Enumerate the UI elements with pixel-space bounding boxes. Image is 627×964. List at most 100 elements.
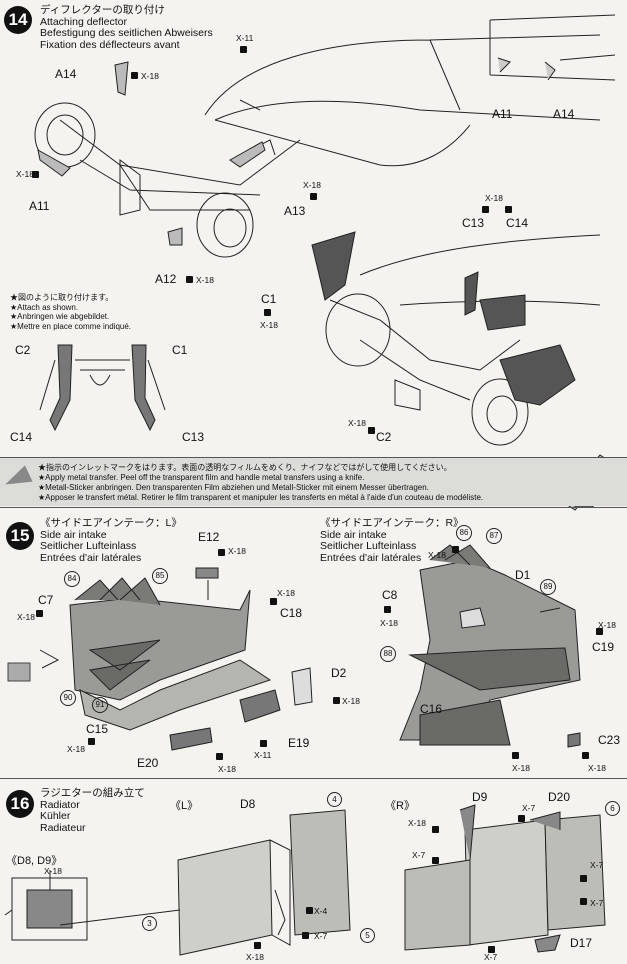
- note-fr: ★Mettre en place comme indiqué.: [10, 321, 132, 331]
- divider: [0, 778, 627, 779]
- radiator-r-front: [464, 819, 549, 946]
- part-label-d1: D1: [515, 568, 531, 582]
- title-en: Radiator: [40, 798, 80, 811]
- part-label-c7: C7: [38, 593, 54, 607]
- screw-label-x18: X-18: [228, 546, 246, 556]
- decal-6: 6: [605, 801, 620, 816]
- part-e12: [195, 567, 219, 579]
- title-en: Attaching deflector: [40, 15, 127, 28]
- screw-label-x18: X-18: [485, 193, 503, 203]
- part-label-a12: A12: [155, 272, 177, 286]
- title-de: Befestigung des seitlichen Abweisers: [40, 27, 213, 39]
- part-d2: [291, 667, 313, 706]
- title-fr: Entrées d'air latérales: [320, 551, 422, 564]
- part-label-d9: D9: [472, 790, 488, 804]
- decal-3: 3: [142, 916, 157, 931]
- banner-fr: ★Apposer le transfert métal. Retirer le …: [38, 493, 484, 502]
- title-jp: ラジエターの組み立て: [40, 787, 145, 799]
- screw-icon: [254, 942, 261, 949]
- title-de: Kühler: [40, 810, 71, 822]
- banner-de: ★Metall-Sticker anbringen. Den transpare…: [38, 483, 429, 492]
- subtitle-l: 《サイドエアインテーク：L》: [40, 517, 182, 529]
- screw-label-x18: X-18: [260, 320, 278, 330]
- part-label-c2: C2: [376, 430, 392, 444]
- screw-icon: [482, 206, 489, 213]
- part-label-c15: C15: [86, 722, 109, 736]
- decal-85: 85: [152, 568, 168, 584]
- screw-icon: [32, 171, 39, 178]
- screw-icon: [260, 740, 267, 747]
- decal-90: 90: [60, 690, 76, 706]
- car-chassis: [59, 119, 301, 211]
- screw-icon: [218, 549, 225, 556]
- part-label-c16: C16: [420, 702, 443, 716]
- part-label-d8: D8: [240, 797, 256, 811]
- metal-transfer-banner: [0, 458, 627, 506]
- part-label-a13: A13: [284, 204, 306, 218]
- part-label-c23: C23: [598, 733, 621, 747]
- title-en: Side air intake: [40, 528, 107, 541]
- decal-5: 5: [360, 928, 375, 943]
- part-c1: [311, 231, 356, 301]
- part-c13: [464, 271, 479, 316]
- banner-text: ★指示のインレットマークをはります。表面の透明なフィルムをめくり、ナイフなどでは…: [38, 463, 483, 503]
- note-de: ★Anbringen wie abgebildet.: [10, 312, 110, 321]
- step-15-title-left: 《サイドエアインテーク：L》 Side air intake Seitliche…: [40, 517, 182, 564]
- screw-label-x18: X-18: [246, 952, 264, 962]
- title-en: Side air intake: [320, 528, 387, 541]
- step-16-title: ラジエターの組み立て Radiator Kühler Radiateur: [40, 787, 145, 834]
- screw-icon: [368, 427, 375, 434]
- title-fr: Fixation des déflecteurs avant: [40, 38, 180, 51]
- part-label-a14: A14: [55, 67, 77, 81]
- screw-icon: [333, 697, 340, 704]
- step-15-title-right: 《サイドエアインテーク：R》 Side air intake Seitliche…: [320, 517, 464, 564]
- screw-label-x11: X-11: [254, 750, 272, 760]
- screw-label-x18: X-18: [598, 620, 616, 630]
- decal-91: 91: [92, 697, 108, 713]
- title-de: Seitlicher Lufteinlass: [320, 540, 417, 552]
- view-label-r: 《R》: [385, 800, 415, 812]
- screw-label-x18: X-18: [277, 588, 295, 598]
- part-e20: [169, 727, 213, 751]
- decal-5-sheet: [404, 859, 471, 951]
- part-label-c18: C18: [280, 606, 303, 620]
- inset-label-d8-d9: 《D8, D9》: [6, 855, 63, 867]
- screw-icon: [518, 815, 525, 822]
- part-a13: [229, 141, 266, 168]
- part-a11: [37, 149, 71, 177]
- detail-label-c14: C14: [10, 430, 33, 444]
- screw-label-x11: X-11: [236, 33, 254, 43]
- intake-r-panel: [399, 559, 581, 741]
- screw-label-x18: X-18: [218, 764, 236, 774]
- front-wheel-right: [196, 192, 254, 258]
- screw-icon: [302, 932, 309, 939]
- part-c2: [499, 344, 576, 406]
- part-c14: [479, 294, 526, 331]
- screw-label-x18: X-18: [303, 180, 321, 190]
- part-label-d20: D20: [548, 790, 571, 804]
- screw-label-x18: X-18: [44, 866, 62, 876]
- screw-label-x18: X-18: [348, 418, 366, 428]
- title-de: Seitlicher Lufteinlass: [40, 540, 137, 552]
- decal-4-sheet: [289, 809, 351, 936]
- detail-label-c13: C13: [182, 430, 205, 444]
- radiator-l-front: [177, 839, 273, 956]
- step-14-title: ディフレクターの取り付け Attaching deflector Befesti…: [40, 4, 213, 51]
- decal-89: 89: [540, 579, 556, 595]
- step-14-number: 14: [4, 6, 32, 34]
- screw-label-x7: X-7: [522, 803, 536, 813]
- screw-label-x7: X-7: [412, 850, 426, 860]
- screw-label-x18: X-18: [428, 550, 446, 560]
- screw-icon: [131, 72, 138, 79]
- part-label-a11-inset: A11: [492, 107, 513, 121]
- screw-label-x7: X-7: [484, 952, 498, 962]
- screw-icon: [310, 193, 317, 200]
- screw-icon: [452, 546, 459, 553]
- screw-icon: [88, 738, 95, 745]
- car2-nose: [359, 234, 601, 306]
- screw-icon: [240, 46, 247, 53]
- screw-label-x18: X-18: [67, 744, 85, 754]
- detail-c1: [131, 344, 156, 432]
- part-label-c19: C19: [592, 640, 615, 654]
- screw-label-x18: X-18: [408, 818, 426, 828]
